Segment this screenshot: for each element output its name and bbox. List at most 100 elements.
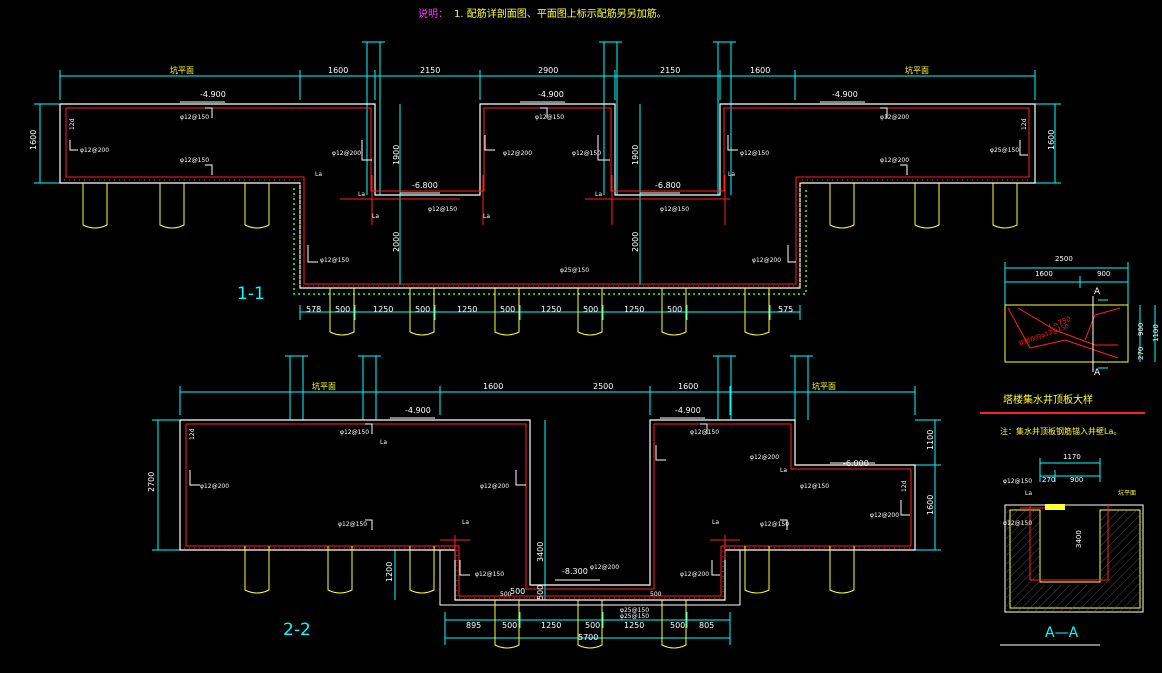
- s2-elev-mid: -6.000: [843, 459, 869, 468]
- s1-dim-top: 1600: [750, 66, 771, 75]
- s1-elev-mid: -6.800: [412, 181, 438, 190]
- s2-bars: [440, 535, 740, 560]
- s2-height: 1600: [926, 494, 935, 515]
- s2-rebar-label: φ12@150: [475, 571, 505, 578]
- s2-rebar-label: φ25@150: [620, 607, 650, 614]
- s1-mark: La: [483, 213, 491, 220]
- s2-elev-low: -8.300: [562, 567, 588, 576]
- s1-mark: 12d: [1021, 118, 1028, 130]
- s1-rebar-label: φ12@150: [740, 150, 770, 157]
- s1-elev-top: -4.900: [200, 90, 226, 99]
- s2-rebar-label: φ12@200: [870, 512, 900, 519]
- s1-dim-bottom: 500: [583, 305, 599, 314]
- s1-dim-bottom: 1250: [373, 305, 394, 314]
- s1-bars: [340, 175, 730, 225]
- s1-mark: La: [728, 171, 736, 178]
- s2-rebar-label: φ25@150: [620, 613, 650, 620]
- s2-rebar-label: φ12@150: [338, 521, 368, 528]
- s1-height: 1600: [29, 129, 38, 150]
- s2-rebar-label: φ12@150: [760, 521, 790, 528]
- s2-outline: [179, 419, 916, 601]
- s1-dim-bottom: 575: [778, 305, 794, 314]
- s2-mark: 500: [500, 591, 512, 598]
- s2-dim-top: 2500: [593, 382, 614, 391]
- s1-rebar-label: φ12@200: [752, 257, 782, 264]
- detail-dim: 1100: [1152, 324, 1160, 342]
- s1-dim-top: 坑平面: [905, 66, 929, 75]
- s2-height: 1100: [926, 429, 935, 450]
- s1-height: 2000: [631, 231, 640, 252]
- section-2-2: [152, 355, 941, 649]
- s1-dim-top: 2900: [538, 66, 559, 75]
- s1-rebar-label: φ12@150: [428, 206, 458, 213]
- s2-pit-outline: [439, 550, 741, 606]
- s2-rebar-label: φ12@200: [590, 564, 620, 571]
- aa-label: La: [1025, 490, 1033, 497]
- s1-mark: 12d: [69, 118, 76, 130]
- s2-height: 1200: [385, 561, 394, 582]
- s1-piles: [82, 183, 1018, 336]
- s1-height: 1900: [392, 144, 401, 165]
- s2-elev-top: -4.900: [675, 406, 701, 415]
- s2-rebar-label: φ12@200: [200, 483, 230, 490]
- s1-mark: La: [372, 213, 380, 220]
- detail-dim: 900: [1097, 270, 1111, 278]
- s1-rebar-label: φ12@200: [880, 157, 910, 164]
- aa-label: 坑平面: [1118, 490, 1137, 497]
- s2-rebar-label: φ12@200: [680, 571, 710, 578]
- s2-mark: La: [780, 467, 788, 474]
- s1-height: 1900: [631, 144, 640, 165]
- s2-height: 3400: [536, 541, 545, 562]
- s2-dim-top: 坑平面: [312, 382, 336, 391]
- aa-label: φ12@150: [1003, 478, 1033, 485]
- s1-waterproof: [293, 188, 807, 295]
- section-1-1: [34, 41, 1061, 336]
- s2-mark: La: [462, 519, 470, 526]
- s1-rebar-label: φ12@200: [332, 150, 362, 157]
- s1-elev-top: -4.900: [538, 90, 564, 99]
- s2-dim-bottom: 1250: [541, 621, 562, 630]
- s1-dim-bottom: 1250: [457, 305, 478, 314]
- s1-rebar-label: φ12@150: [660, 206, 690, 213]
- s2-mark: 12d: [901, 480, 908, 492]
- s2-rebar-label: φ12@200: [480, 483, 510, 490]
- detail-dim: 1600: [1035, 270, 1053, 278]
- note-label: 说明：: [418, 9, 448, 20]
- s1-dim-lines: [34, 41, 1061, 320]
- s2-piles: [244, 546, 855, 649]
- s2-mark: La: [712, 519, 720, 526]
- s1-rebar-label: φ12@200: [880, 114, 910, 121]
- s1-dim-bottom: 578: [306, 305, 322, 314]
- s1-mark: La: [358, 191, 366, 198]
- s2-mark: La: [380, 439, 388, 446]
- s2-dim-bottom: 500: [585, 621, 601, 630]
- aa-dim: 1170: [1063, 453, 1081, 461]
- s1-rebar-label: φ12@200: [503, 150, 533, 157]
- aa-dim: 900: [1070, 476, 1084, 484]
- s2-dim-top: 1600: [678, 382, 699, 391]
- s2-height: 500: [510, 587, 526, 596]
- s1-ticks: [69, 107, 1028, 263]
- s2-dim-lines: [152, 355, 941, 645]
- detail-subnote: 注：集水井顶板钢筋锚入井壁La。: [1000, 427, 1122, 436]
- s2-mark: 500: [650, 591, 662, 598]
- detail-dim: 2500: [1055, 255, 1073, 263]
- s2-dim-bottom: 1250: [624, 621, 645, 630]
- s2-dim-bottom: 500: [670, 621, 686, 630]
- s2-rebar-label: φ12@200: [750, 454, 780, 461]
- s2-rebar-label: φ12@150: [690, 429, 720, 436]
- s1-dim-top: 2150: [420, 66, 441, 75]
- s1-dim-bottom: 1250: [541, 305, 562, 314]
- s1-dim-bottom: 500: [667, 305, 683, 314]
- s1-rebar-label: φ12@150: [535, 114, 565, 121]
- s1-rebar-label: φ25@150: [560, 267, 590, 274]
- s2-dim-total: 5700: [578, 633, 599, 642]
- s1-dim-bottom: 500: [500, 305, 516, 314]
- note-text: 1. 配筋详剖面图、平面图上标示配筋另另加筋。: [454, 9, 667, 20]
- detail-dim: 900: [1137, 322, 1145, 336]
- s1-mark: La: [315, 171, 323, 178]
- s1-rebar-label: φ12@150: [320, 257, 350, 264]
- s1-dim-bottom: 500: [415, 305, 431, 314]
- detail-dim: 270: [1137, 346, 1145, 360]
